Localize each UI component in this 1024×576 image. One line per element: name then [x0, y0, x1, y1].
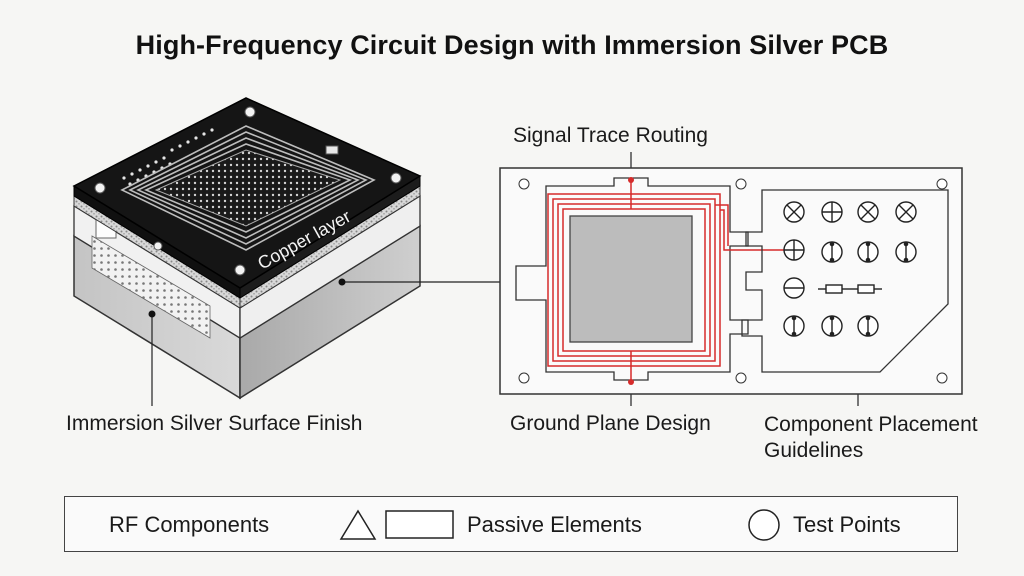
mount-hole [153, 241, 163, 251]
corner-hole [518, 372, 530, 384]
trace-node [628, 177, 634, 183]
mount-hole [244, 106, 256, 118]
legend-test-points: Test Points [793, 512, 901, 537]
ground-plane [569, 215, 693, 343]
mount-hole [234, 264, 246, 276]
triangle-icon [339, 509, 377, 540]
passive-row [783, 277, 882, 299]
central-pad-grid [154, 149, 342, 227]
mount-hole [390, 172, 402, 184]
connector-pad [325, 145, 339, 155]
corner-hole [936, 372, 948, 384]
diagram-title: High-Frequency Circuit Design with Immer… [135, 30, 889, 60]
legend-passive-elements: Passive Elements [467, 512, 642, 537]
concentric-traces [120, 125, 376, 251]
corner-hole [735, 178, 747, 190]
component-placement-line2: Guidelines [764, 439, 864, 462]
signal-trace-label: Signal Trace Routing [513, 124, 708, 147]
component-placement-label: Component Placement Guidelines [764, 412, 978, 464]
corner-hole [518, 178, 530, 190]
leader-dot [148, 310, 156, 318]
signal-traces [547, 180, 784, 382]
test-points-row [783, 315, 879, 337]
pcb-layout-view [499, 167, 963, 395]
pcb-3d-block: Copper layer [72, 97, 422, 400]
circle-icon [748, 509, 780, 541]
ground-region-outline [515, 177, 749, 381]
component-placement-line1: Component Placement [764, 413, 978, 436]
mount-hole [94, 182, 106, 194]
surface-finish-label: Immersion Silver Surface Finish [66, 412, 363, 435]
via-dots-front [91, 235, 211, 339]
corner-hole [735, 372, 747, 384]
rectangle-icon [385, 510, 454, 539]
leader-dot [338, 278, 346, 286]
component-row-2 [783, 239, 917, 263]
rf-components-row [783, 201, 917, 223]
corner-hole [936, 178, 948, 190]
ground-plane-label: Ground Plane Design [510, 412, 711, 435]
trace-node [628, 379, 634, 385]
component-region-outline [741, 189, 949, 373]
legend: RF Components Passive Elements Test Poin… [64, 496, 958, 552]
legend-rf-components: RF Components [109, 512, 270, 537]
